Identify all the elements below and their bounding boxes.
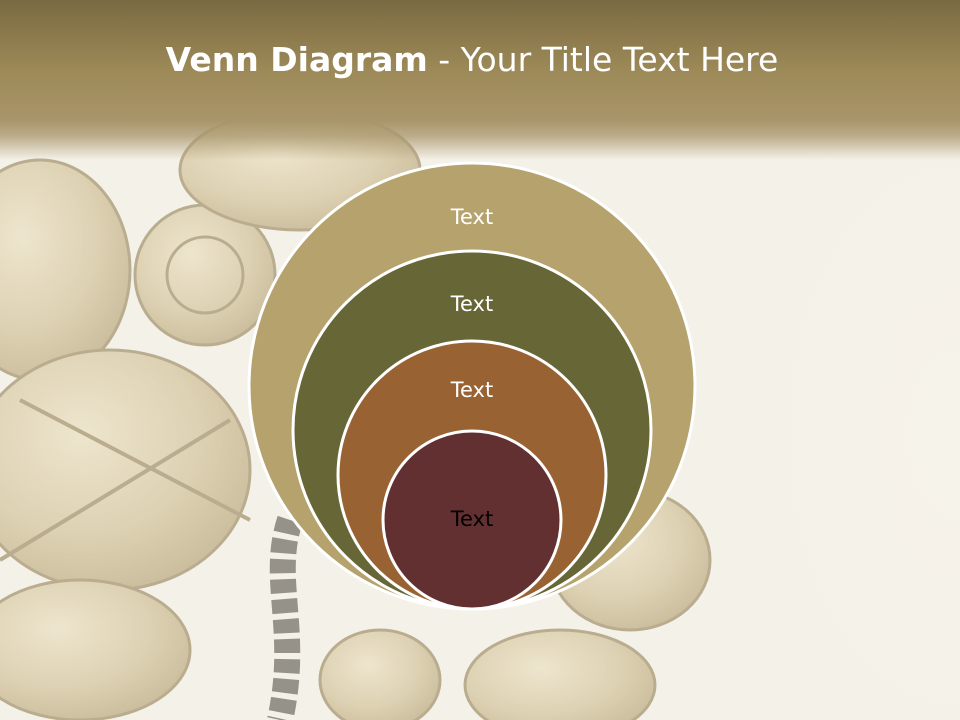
title-bold: Venn Diagram: [165, 40, 428, 79]
circle-1-label: Text: [450, 205, 493, 229]
slide-title: Venn Diagram - Your Title Text Here: [0, 40, 944, 79]
circle-2-label: Text: [450, 292, 493, 316]
circle-4-shape: [381, 429, 563, 611]
circle-3-label: Text: [450, 378, 493, 402]
title-bar: [0, 0, 960, 160]
title-rest: - Your Title Text Here: [427, 40, 779, 79]
circle-4-label: Text: [450, 507, 493, 531]
circle-4: Text: [381, 429, 563, 611]
